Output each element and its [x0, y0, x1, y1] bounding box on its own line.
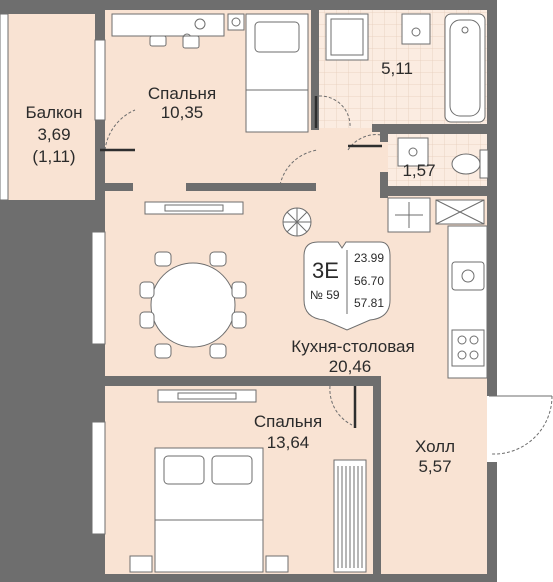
balcony-name: Балкон: [25, 103, 83, 122]
toilet-tank: [479, 149, 489, 179]
door-leaves: [100, 96, 382, 428]
balcony-area-reduced: (1,11): [32, 147, 76, 166]
apartment-badge-shape: [303, 241, 391, 331]
bathroom-area: 5,11: [381, 59, 413, 78]
dining-table: [150, 262, 236, 348]
hall-floor: [381, 376, 487, 574]
area-total: 56.70: [354, 274, 385, 288]
bathroom-fixtures: [325, 13, 489, 179]
chairs: [139, 251, 247, 359]
kitchen-area: 20,46: [328, 357, 372, 376]
apartment-number: № 59: [310, 288, 340, 302]
entrance-door: [487, 392, 553, 462]
bedroom2-furniture: [129, 389, 367, 573]
kitchen-name: Кухня-столовая: [291, 337, 415, 356]
toilet: [451, 153, 481, 175]
window-bedroom2: [91, 421, 106, 535]
plant-icon: [282, 207, 312, 237]
hall-area: 5,57: [418, 457, 452, 476]
window-kitchen: [91, 231, 106, 345]
window-balcony: [94, 39, 106, 121]
kitchen-furniture: [139, 197, 488, 379]
bedroom1-name: Спальня: [147, 84, 217, 103]
area-living: 23.99: [354, 251, 385, 265]
windows: [0, 13, 106, 535]
stove: [451, 329, 485, 367]
bedroom1-area: 10,35: [160, 103, 204, 122]
window-balcony-left: [0, 13, 9, 201]
door-swings: [104, 95, 383, 426]
bedroom1-furniture: [111, 13, 309, 133]
balcony-floor: [8, 14, 95, 200]
desk: [111, 13, 225, 37]
bedroom2-area: 13,64: [266, 433, 310, 452]
hall-name: Холл: [414, 437, 456, 456]
area-with-balcony: 57.81: [354, 296, 385, 310]
balcony-area: 3,69: [37, 125, 71, 144]
wc-area: 1,57: [402, 161, 436, 180]
bedroom2-name: Спальня: [253, 412, 323, 431]
apartment-type-code: 3E: [312, 258, 339, 283]
